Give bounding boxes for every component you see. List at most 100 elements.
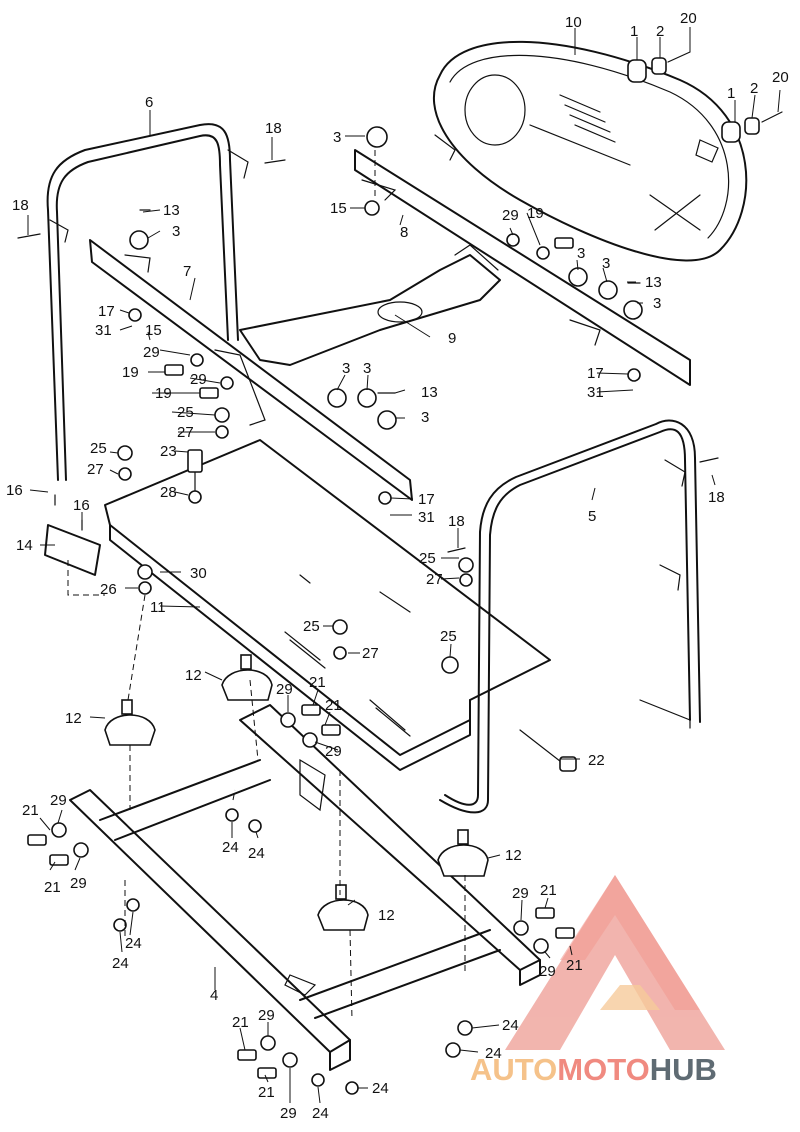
part-label: 16 bbox=[6, 482, 23, 499]
part-label: 21 bbox=[44, 879, 61, 896]
part-label: 3 bbox=[421, 409, 429, 426]
part-label: 19 bbox=[527, 205, 544, 222]
part-label: 29 bbox=[258, 1007, 275, 1024]
part-label: 29 bbox=[143, 344, 160, 361]
part-label: 28 bbox=[160, 484, 177, 501]
part-4-lower-frame bbox=[69, 704, 541, 1071]
part-label: 24 bbox=[125, 935, 142, 952]
part-label: 12 bbox=[378, 907, 395, 924]
part-label: 12 bbox=[185, 667, 202, 684]
part-label: 9 bbox=[448, 330, 456, 347]
part-12-rubber-mounts bbox=[104, 654, 489, 931]
part-label: 24 bbox=[485, 1045, 502, 1062]
parts-22-23-long-bolts bbox=[187, 449, 577, 772]
part-label: 2 bbox=[750, 80, 758, 97]
part-label: 8 bbox=[400, 224, 408, 241]
part-label: 11 bbox=[150, 599, 166, 616]
automotohub-watermark: AUTOMOTOHUB bbox=[470, 1050, 795, 1090]
part-label: 21 bbox=[258, 1084, 275, 1101]
part-label: 19 bbox=[155, 385, 172, 402]
part-label: 27 bbox=[87, 461, 104, 478]
part-label: 13 bbox=[645, 274, 662, 291]
part-label: 29 bbox=[190, 371, 207, 388]
part-label: 2 bbox=[656, 23, 664, 40]
part-label: 3 bbox=[577, 245, 585, 262]
part-label: 29 bbox=[539, 963, 556, 980]
part-label: 26 bbox=[100, 581, 117, 598]
part-label: 13 bbox=[421, 384, 438, 401]
leader-lines bbox=[27, 27, 781, 1104]
part-label: 18 bbox=[708, 489, 725, 506]
part-label: 29 bbox=[276, 681, 293, 698]
part-label: 24 bbox=[112, 955, 129, 972]
part-label: 18 bbox=[448, 513, 465, 530]
part-label: 21 bbox=[309, 674, 326, 691]
part-number-labels: 1 2 20 1 2 20 10 6 18 3 15 8 18 13 3 7 2… bbox=[6, 10, 789, 1122]
part-6-left-handle bbox=[46, 123, 249, 481]
automotohub-logo-mark bbox=[505, 875, 725, 1050]
part-label: 3 bbox=[602, 255, 610, 272]
part-label: 23 bbox=[160, 443, 177, 460]
part-label: 29 bbox=[280, 1105, 297, 1122]
part-label: 21 bbox=[540, 882, 557, 899]
watermark-moto: MOTO bbox=[557, 1052, 650, 1087]
part-label: 20 bbox=[772, 69, 789, 86]
part-label: 13 bbox=[163, 202, 180, 219]
part-9-bracket-plate bbox=[239, 244, 501, 366]
part-label: 24 bbox=[312, 1105, 329, 1122]
assembly-centerlines bbox=[67, 150, 466, 1021]
part-label: 24 bbox=[222, 839, 239, 856]
part-label: 17 bbox=[418, 491, 435, 508]
part-label: 22 bbox=[588, 752, 605, 769]
part-label: 21 bbox=[232, 1014, 249, 1031]
part-14-small-plate bbox=[44, 524, 101, 576]
part-label: 25 bbox=[177, 404, 194, 421]
part-label: 3 bbox=[363, 360, 371, 377]
watermark-hub: HUB bbox=[649, 1052, 717, 1087]
part-label: 7 bbox=[183, 263, 191, 280]
part-5-right-handle bbox=[439, 419, 701, 814]
part-label: 29 bbox=[50, 792, 67, 809]
part-label: 27 bbox=[426, 571, 443, 588]
watermark-auto: AUTO bbox=[470, 1052, 558, 1087]
part-label: 3 bbox=[342, 360, 350, 377]
part-label: 31 bbox=[587, 384, 604, 401]
part-label: 27 bbox=[362, 645, 379, 662]
part-label: 25 bbox=[419, 550, 436, 567]
part-label: 29 bbox=[502, 207, 519, 224]
part-label: 18 bbox=[12, 197, 29, 214]
part-label: 17 bbox=[587, 365, 604, 382]
part-label: 21 bbox=[325, 697, 342, 714]
part-label: 27 bbox=[177, 424, 194, 441]
part-label: 10 bbox=[565, 14, 582, 31]
part-label: 3 bbox=[653, 295, 661, 312]
part-label: 21 bbox=[566, 957, 583, 974]
part-label: 1 bbox=[727, 85, 735, 102]
part-label: 29 bbox=[512, 885, 529, 902]
part-label: 24 bbox=[502, 1017, 519, 1034]
part-7-upper-bar bbox=[89, 239, 413, 501]
small-hardware bbox=[17, 126, 719, 1095]
part-label: 24 bbox=[248, 845, 265, 862]
part-label: 3 bbox=[333, 129, 341, 146]
part-label: 12 bbox=[65, 710, 82, 727]
part-label: 15 bbox=[330, 200, 347, 217]
part-label: 16 bbox=[73, 497, 90, 514]
part-label: 14 bbox=[16, 537, 33, 554]
part-label: 1 bbox=[630, 23, 638, 40]
part-label: 17 bbox=[98, 303, 115, 320]
part-label: 31 bbox=[95, 322, 112, 339]
part-label: 29 bbox=[325, 743, 342, 760]
part-label: 19 bbox=[122, 364, 139, 381]
part-label: 15 bbox=[145, 322, 162, 339]
part-11-main-tray bbox=[104, 439, 551, 771]
part-label: 12 bbox=[505, 847, 522, 864]
part-label: 25 bbox=[90, 440, 107, 457]
part-label: 21 bbox=[22, 802, 39, 819]
part-label: 3 bbox=[172, 223, 180, 240]
part-label: 31 bbox=[418, 509, 435, 526]
part-label: 6 bbox=[145, 94, 153, 111]
part-label: 24 bbox=[372, 1080, 389, 1097]
